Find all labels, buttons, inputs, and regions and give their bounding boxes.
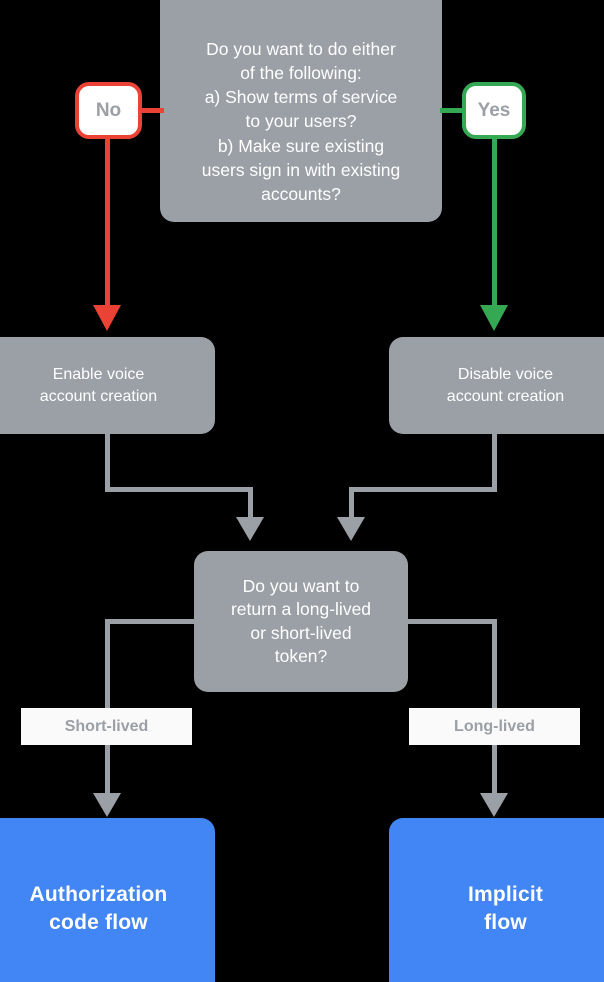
edge-disable-to-token-arrowhead [337,517,365,541]
badge-no-label: No [95,99,122,121]
edge-top-to-no-stub [138,108,164,113]
edge-top-to-yes-stub [440,108,466,113]
edge-token-to-authcode-arrowhead [93,793,121,817]
node-top-decision[interactable]: Do you want to do either of the followin… [160,0,442,222]
edge-disable-to-token-h [349,487,497,492]
edge-label-short-lived-text: Short-lived [64,717,149,735]
edge-no-to-enable-arrowhead [93,305,121,331]
node-token-decision[interactable]: Do you want to return a long-lived or sh… [194,551,408,692]
edge-enable-to-token-v1 [105,432,110,490]
edge-disable-to-token-v2 [349,487,354,519]
edge-token-to-implicit-arrowhead [480,793,508,817]
edge-enable-to-token-h [105,487,253,492]
node-authorization-code-flow[interactable]: Authorization code flow [0,818,215,982]
edge-token-to-authcode-h [105,619,200,624]
node-implicit-flow-label: Implicit flow [467,882,544,934]
node-authorization-code-flow-label: Authorization code flow [29,882,168,934]
edge-no-to-enable-line [105,132,110,307]
edge-enable-to-token-v2 [248,487,253,519]
edge-label-short-lived: Short-lived [21,708,192,745]
node-implicit-flow[interactable]: Implicit flow [389,818,604,982]
edge-disable-to-token-v1 [492,432,497,490]
edge-label-long-lived: Long-lived [409,708,580,745]
edge-label-long-lived-text: Long-lived [454,717,535,735]
node-token-decision-label: Do you want to return a long-lived or sh… [230,575,372,666]
edge-token-to-implicit-h [402,619,497,624]
node-disable-voice-label: Disable voice account creation [446,366,565,405]
edge-yes-to-disable-arrowhead [480,305,508,331]
node-top-decision-label: Do you want to do either of the followin… [201,39,401,204]
node-enable-voice-label: Enable voice account creation [39,366,158,405]
node-enable-voice-account-creation[interactable]: Enable voice account creation [0,337,215,434]
node-disable-voice-account-creation[interactable]: Disable voice account creation [389,337,604,434]
badge-no[interactable]: No [75,82,142,139]
edge-yes-to-disable-line [492,132,497,307]
badge-yes-label: Yes [477,99,511,121]
badge-yes[interactable]: Yes [462,82,526,139]
edge-enable-to-token-arrowhead [236,517,264,541]
